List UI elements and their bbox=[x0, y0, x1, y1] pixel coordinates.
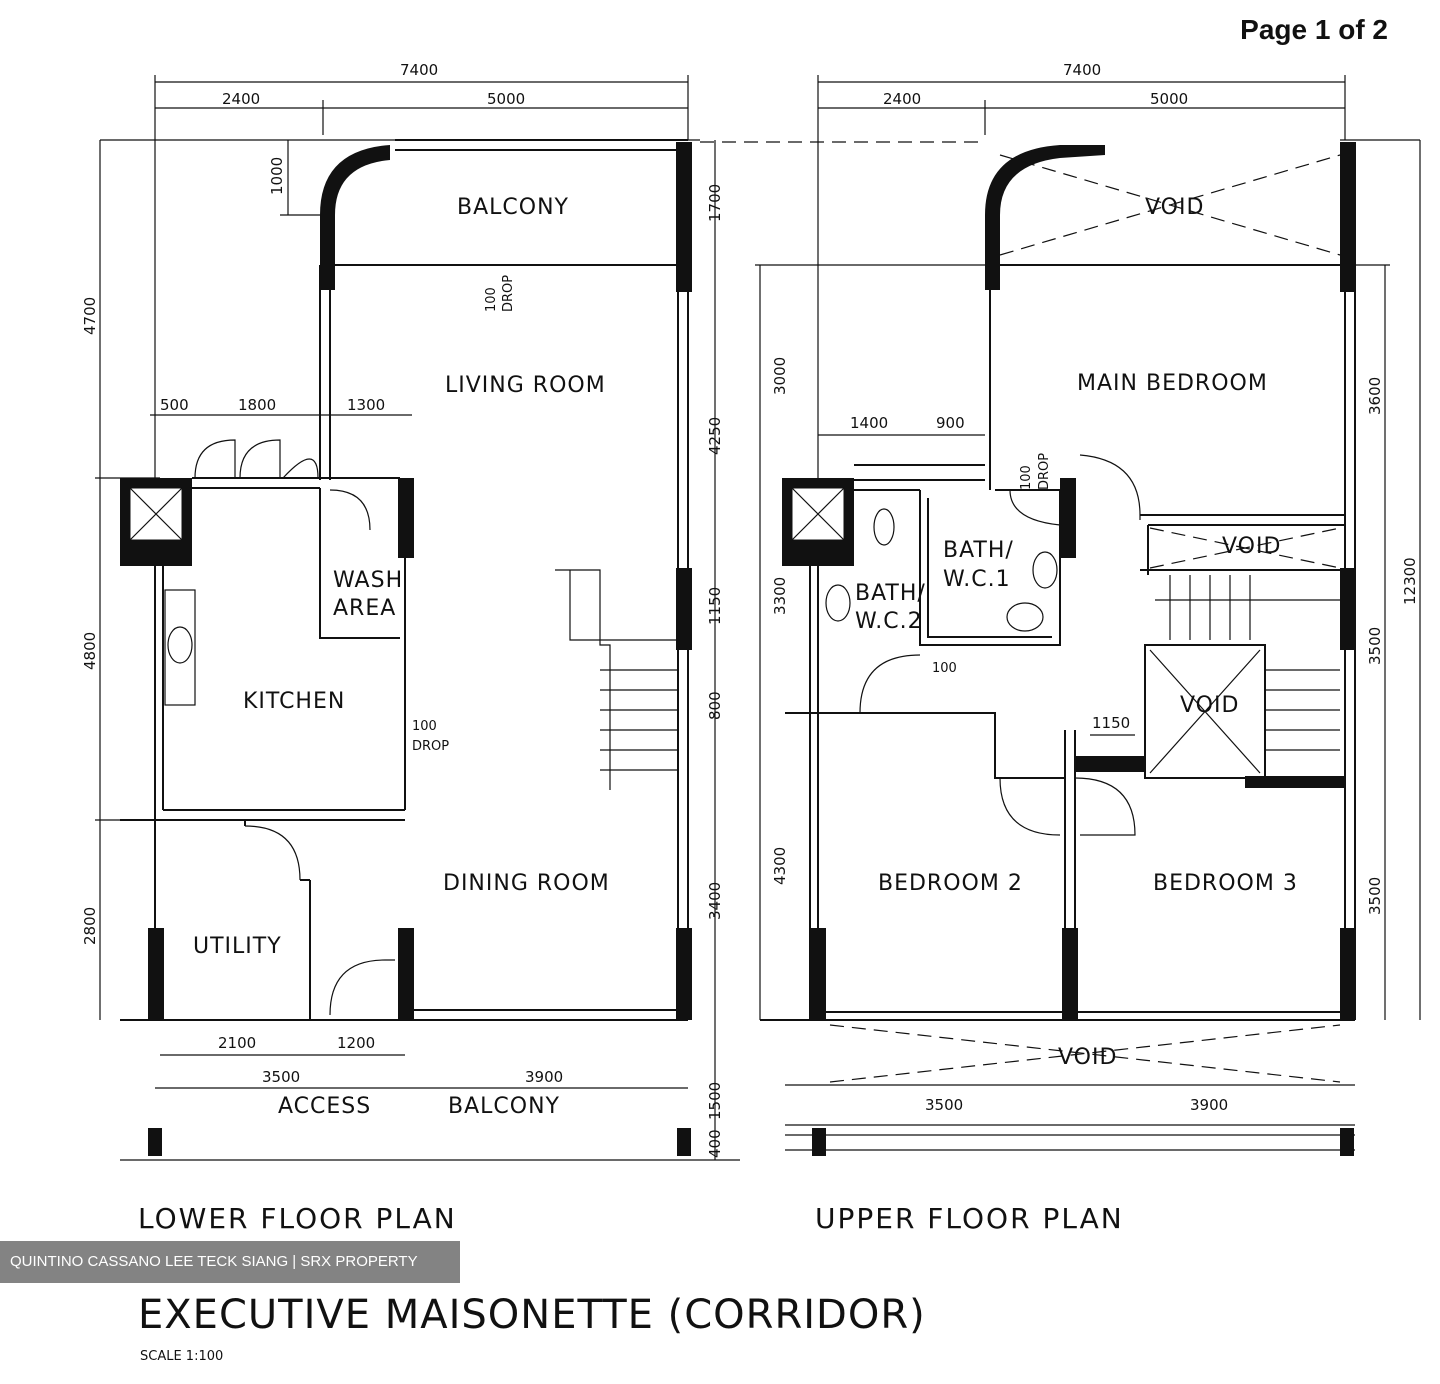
dim-lower-4700: 4700 bbox=[81, 297, 99, 335]
room-bath1-line2: W.C.1 bbox=[943, 567, 1011, 592]
room-void-bottom: VOID bbox=[1058, 1045, 1117, 1070]
dim-lower-1300: 1300 bbox=[347, 396, 385, 414]
dim-lower-1700: 1700 bbox=[706, 184, 724, 222]
room-bath2-line2: W.C.2 bbox=[855, 609, 923, 634]
note-drop-bath: DROP bbox=[1037, 453, 1052, 490]
room-balcony: BALCONY bbox=[457, 195, 569, 220]
note-drop-number-living: 100 bbox=[484, 287, 499, 312]
room-bedroom-3: BEDROOM 3 bbox=[1153, 871, 1298, 896]
lower-floor-plan bbox=[95, 75, 740, 1161]
upper-floor-caption: UPPER FLOOR PLAN bbox=[815, 1202, 1124, 1235]
dim-upper-1400: 1400 bbox=[850, 414, 888, 432]
room-void-stair: VOID bbox=[1222, 534, 1281, 559]
dim-upper-3500-mid: 3500 bbox=[1366, 627, 1384, 665]
dim-lower-1800: 1800 bbox=[238, 396, 276, 414]
page-label: Page 1 of 2 bbox=[1240, 14, 1388, 45]
dim-lower-3500: 3500 bbox=[262, 1068, 300, 1086]
watermark: QUINTINO CASSANO LEE TECK SIANG | SRX PR… bbox=[0, 1241, 460, 1283]
label-balcony-front: BALCONY bbox=[448, 1094, 560, 1119]
upper-dimensions: 7400 2400 5000 1400 900 3000 3300 4300 1… bbox=[771, 61, 1419, 1114]
dim-upper-3300: 3300 bbox=[771, 577, 789, 615]
upper-room-labels: VOID MAIN BEDROOM BATH/ W.C.1 BATH/ W.C.… bbox=[855, 195, 1298, 1070]
dim-lower-400: 400 bbox=[706, 1129, 724, 1158]
dim-upper-7400: 7400 bbox=[1063, 61, 1101, 79]
room-void-top: VOID bbox=[1145, 195, 1204, 220]
dim-upper-3600: 3600 bbox=[1366, 377, 1384, 415]
dim-lower-800: 800 bbox=[706, 691, 724, 720]
room-void-centre: VOID bbox=[1180, 693, 1239, 718]
dim-upper-4300: 4300 bbox=[771, 847, 789, 885]
dim-lower-2400: 2400 bbox=[222, 90, 260, 108]
dim-upper-3000: 3000 bbox=[771, 357, 789, 395]
dim-lower-2800: 2800 bbox=[81, 907, 99, 945]
dim-lower-3900: 3900 bbox=[525, 1068, 563, 1086]
plan-title: EXECUTIVE MAISONETTE (CORRIDOR) bbox=[138, 1292, 926, 1338]
dim-lower-4250: 4250 bbox=[706, 417, 724, 455]
upper-floor-plan bbox=[700, 75, 1421, 1156]
room-bedroom-2: BEDROOM 2 bbox=[878, 871, 1023, 896]
room-bath1-line1: BATH/ bbox=[943, 538, 1014, 563]
dim-lower-1150: 1150 bbox=[706, 587, 724, 625]
note-drop-number-bath: 100 bbox=[1019, 465, 1034, 490]
room-living: LIVING ROOM bbox=[445, 373, 606, 398]
dim-lower-1000: 1000 bbox=[268, 157, 286, 195]
room-wash-line1: WASH bbox=[333, 568, 403, 593]
note-drop-number-upper: 100 bbox=[932, 661, 957, 676]
note-drop-living: DROP bbox=[501, 275, 516, 312]
label-access: ACCESS bbox=[278, 1094, 371, 1119]
dim-lower-5000: 5000 bbox=[487, 90, 525, 108]
dim-lower-1500: 1500 bbox=[706, 1082, 724, 1120]
note-drop-number: 100 bbox=[412, 719, 437, 734]
room-main-bedroom: MAIN BEDROOM bbox=[1077, 371, 1268, 396]
dim-lower-2100: 2100 bbox=[218, 1034, 256, 1052]
room-wash-line2: AREA bbox=[333, 596, 396, 621]
scale-label: SCALE 1:100 bbox=[140, 1349, 223, 1364]
lower-room-labels: BALCONY LIVING ROOM WASH AREA KITCHEN DI… bbox=[193, 195, 610, 1119]
dim-upper-5000: 5000 bbox=[1150, 90, 1188, 108]
note-drop: DROP bbox=[412, 739, 449, 754]
dim-upper-bottom-3900: 3900 bbox=[1190, 1096, 1228, 1114]
dim-lower-4800: 4800 bbox=[81, 632, 99, 670]
dim-lower-3400: 3400 bbox=[706, 882, 724, 920]
dim-upper-3500-bottom: 3500 bbox=[1366, 877, 1384, 915]
room-bath2-line1: BATH/ bbox=[855, 581, 926, 606]
dim-upper-bottom-3500: 3500 bbox=[925, 1096, 963, 1114]
lower-dimensions: 7400 2400 5000 1000 500 1800 1300 4700 4… bbox=[81, 61, 724, 1158]
room-utility: UTILITY bbox=[193, 934, 282, 959]
room-dining: DINING ROOM bbox=[443, 871, 610, 896]
dim-upper-2400: 2400 bbox=[883, 90, 921, 108]
dim-upper-900: 900 bbox=[936, 414, 965, 432]
dim-upper-1150: 1150 bbox=[1092, 714, 1130, 732]
dim-lower-500: 500 bbox=[160, 396, 189, 414]
dim-upper-12300: 12300 bbox=[1401, 557, 1419, 605]
dim-lower-1200: 1200 bbox=[337, 1034, 375, 1052]
room-kitchen: KITCHEN bbox=[243, 689, 345, 714]
dim-lower-7400: 7400 bbox=[400, 61, 438, 79]
lower-floor-caption: LOWER FLOOR PLAN bbox=[138, 1202, 457, 1235]
